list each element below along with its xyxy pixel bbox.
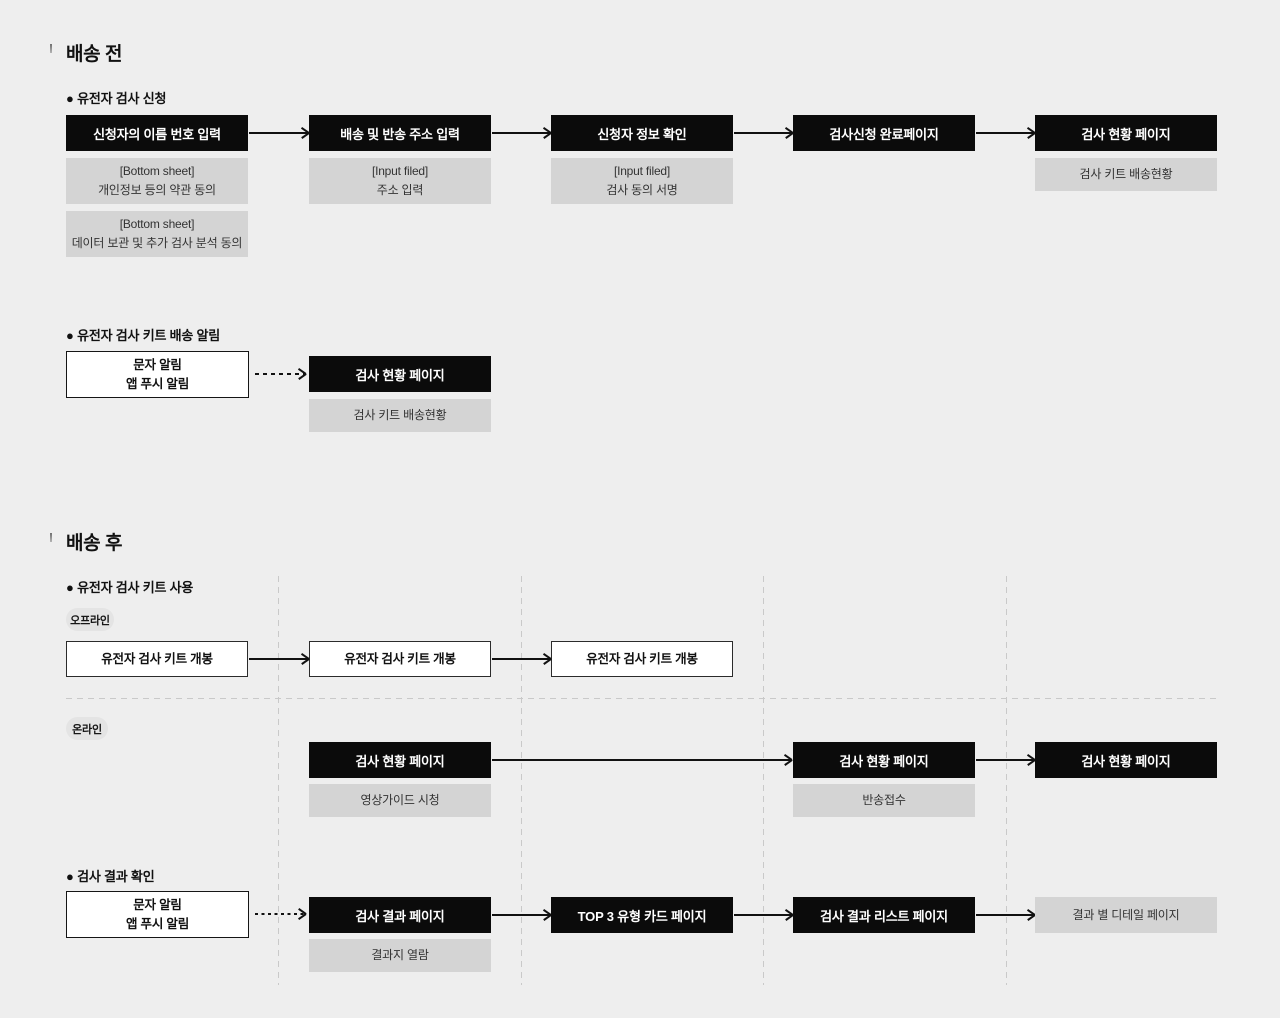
note-kit-shipping-status: 검사 키트 배송현황 [309, 399, 491, 432]
note-address-field: [Input filed] 주소 입력 [309, 158, 491, 204]
flow-step-kit-open: 유전자 검사 키트 개봉 [551, 641, 733, 677]
flow-arrow [976, 759, 1034, 761]
flow-step-result-list-page: 검사 결과 리스트 페이지 [793, 897, 975, 933]
group-label-kit-use: ● 유전자 검사 키트 사용 [66, 580, 194, 595]
column-divider [278, 576, 279, 985]
note-terms-consent: [Bottom sheet] 개인정보 등의 약관 동의 [66, 158, 248, 204]
flow-step-status-page: 검사 현황 페이지 [793, 742, 975, 778]
note-kit-shipping-status: 검사 키트 배송현황 [1035, 158, 1217, 191]
alert-box-sms-push: 문자 알림 앱 푸시 알림 [66, 351, 249, 398]
flow-arrow [492, 132, 550, 134]
alert-box-sms-push: 문자 알림 앱 푸시 알림 [66, 891, 249, 938]
note-result-sheet-view: 결과지 열람 [309, 939, 491, 972]
flow-step-top3-card-page: TOP 3 유형 카드 페이지 [551, 897, 733, 933]
flow-arrow [492, 658, 550, 660]
column-divider [521, 576, 522, 985]
group-label-notify: ● 유전자 검사 키트 배송 알림 [66, 328, 221, 343]
flow-step-address-input: 배송 및 반송 주소 입력 [309, 115, 491, 151]
section-title-after: 배송 후 [66, 533, 123, 554]
note-signature-field: [Input filed] 검사 동의 서명 [551, 158, 733, 204]
offline-badge: 오프라인 [66, 608, 114, 631]
flow-arrow-dotted [255, 913, 305, 916]
flow-arrow [976, 914, 1034, 916]
column-divider [763, 576, 764, 985]
flow-arrow [492, 759, 791, 761]
flow-arrow [734, 132, 792, 134]
flow-step-result-page: 검사 결과 페이지 [309, 897, 491, 933]
group-label-result: ● 검사 결과 확인 [66, 869, 155, 884]
note-result-detail-page: 결과 별 디테일 페이지 [1035, 897, 1217, 933]
flow-arrow [734, 914, 792, 916]
pushpin-icon [45, 44, 57, 53]
column-divider [1006, 576, 1007, 985]
flow-step-status-page: 검사 현황 페이지 [1035, 115, 1217, 151]
flow-step-status-page: 검사 현황 페이지 [309, 356, 491, 392]
flow-arrow [976, 132, 1034, 134]
online-badge: 온라인 [66, 717, 108, 740]
flow-step-status-page: 검사 현황 페이지 [1035, 742, 1217, 778]
flow-arrow-dashed [255, 373, 305, 375]
flow-step-info-confirm: 신청자 정보 확인 [551, 115, 733, 151]
flow-step-status-page: 검사 현황 페이지 [309, 742, 491, 778]
flow-arrow [249, 132, 308, 134]
flow-step-kit-open: 유전자 검사 키트 개봉 [66, 641, 248, 677]
flow-arrow [249, 658, 308, 660]
flow-arrow [492, 914, 550, 916]
flow-step-name-input: 신청자의 이름 번호 입력 [66, 115, 248, 151]
flow-step-apply-complete: 검사신청 완료페이지 [793, 115, 975, 151]
section-header-after: 배송 후 [45, 533, 123, 555]
note-video-guide: 영상가이드 시청 [309, 784, 491, 817]
pushpin-icon [45, 533, 57, 542]
section-title-before: 배송 전 [66, 44, 123, 65]
section-header-before: 배송 전 [45, 44, 123, 66]
note-data-consent: [Bottom sheet] 데이터 보관 및 추가 검사 분석 동의 [66, 211, 248, 257]
row-divider [66, 698, 1220, 699]
flow-step-kit-open: 유전자 검사 키트 개봉 [309, 641, 491, 677]
group-label-apply: ● 유전자 검사 신청 [66, 91, 167, 106]
note-return-request: 반송접수 [793, 784, 975, 817]
